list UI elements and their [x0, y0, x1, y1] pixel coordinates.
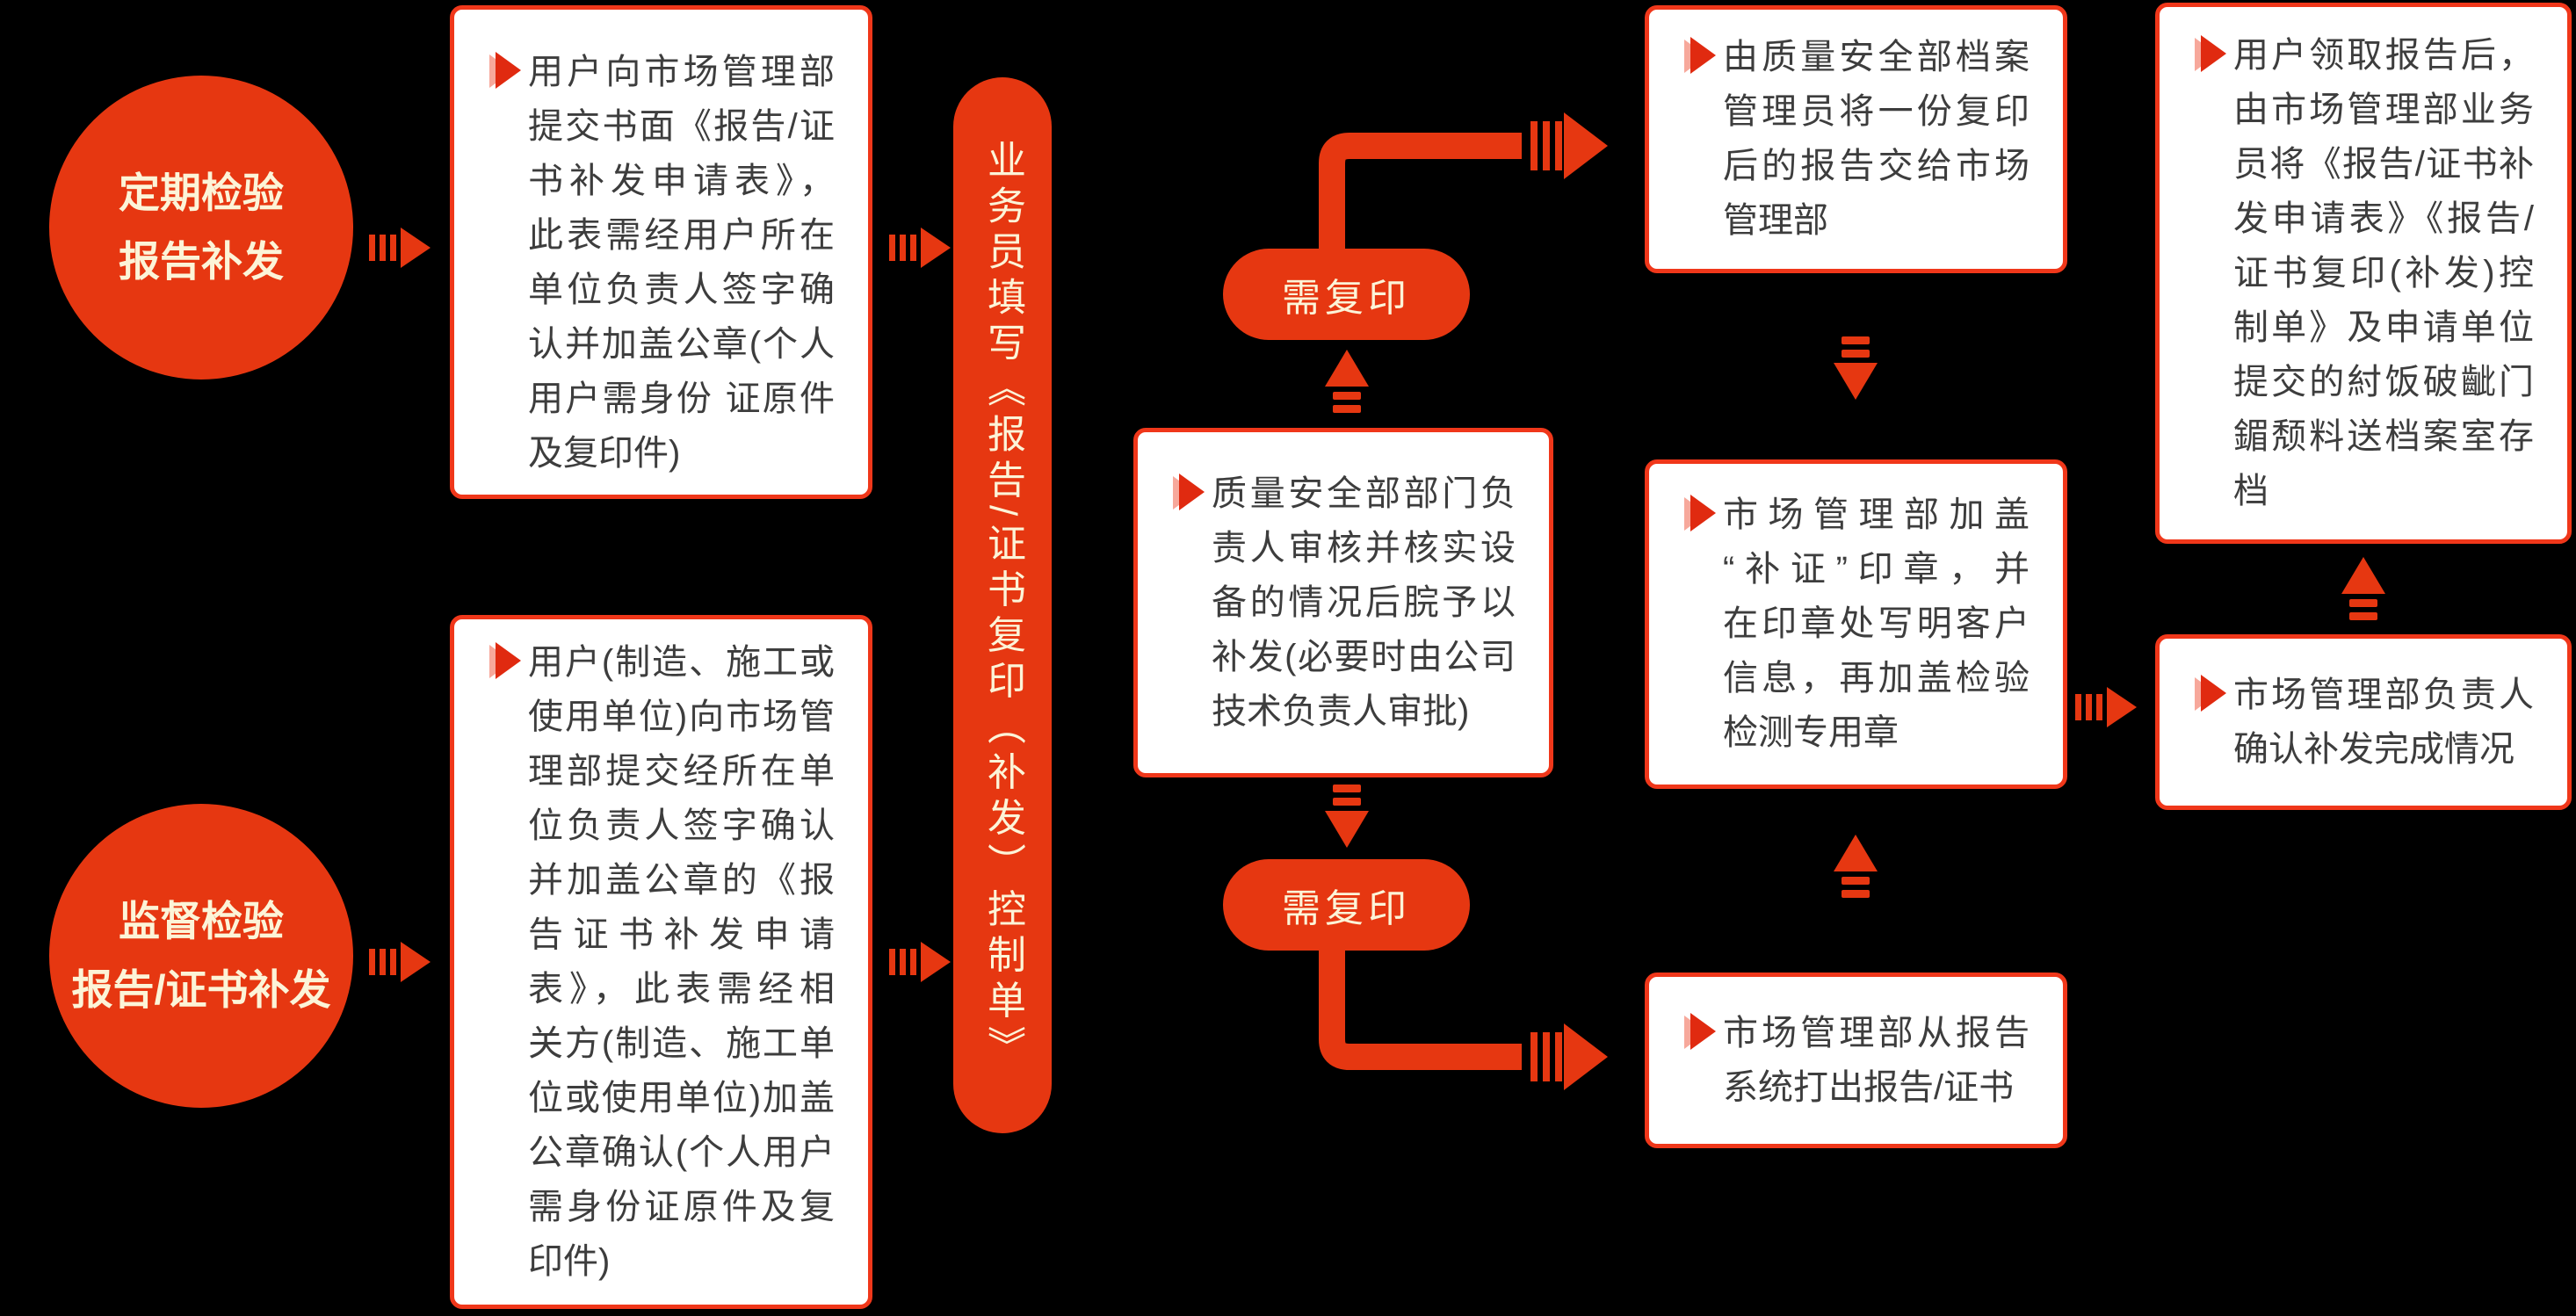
text-line: 单位负责人签字确 [528, 271, 835, 309]
text-line: 并加盖公章的《报 [528, 861, 835, 900]
bullet-arrow-icon [2195, 35, 2226, 74]
need-copy-label: 需复印 [1282, 277, 1411, 320]
box-supervision-apply: 用户(制造、施工或 使用单位)向市场管 理部提交经所在单 位负责人签字确认 并加… [450, 615, 872, 1309]
bullet-arrow-icon [489, 52, 521, 90]
text-line: 用户需身份 证原件 [528, 380, 835, 418]
node-need-copy-top: 需复印 [1223, 249, 1470, 340]
arrow-down-icon [1834, 336, 1878, 400]
text-line: 员将《报告/证书补 [2233, 145, 2534, 184]
arrow-right-icon [369, 942, 431, 982]
bullet-arrow-icon [489, 642, 521, 681]
text-line: 位或使用单位)加盖 [528, 1079, 835, 1117]
text-line: 责人审核并核实设 [1212, 529, 1516, 568]
text-line: 市场管理部负责人 [2233, 676, 2534, 714]
text-line: 提交书面《报告/证 [528, 107, 835, 146]
text-line: 管理员将一份复印 [1723, 92, 2030, 131]
elbow-arrow-icon [1319, 944, 1608, 1090]
text-line: 告证书补发申请 [528, 915, 835, 954]
text-line: 印件) [528, 1242, 611, 1281]
text-line: 备的情况后脘予以 [1212, 583, 1516, 622]
box-confirm-completion: 市场管理部负责人 确认补发完成情况 [2155, 634, 2572, 810]
text-line: 用户(制造、施工或 [528, 643, 835, 682]
text-line: 档 [2233, 472, 2268, 510]
text-line: 鎇颓料送档案室存 [2233, 417, 2534, 456]
text-line: 用户向市场管理部 [528, 53, 835, 91]
node-clerk-fill-control-sheet: 业务员填写《报告/证书复印（补发）控制单》 [953, 77, 1052, 1133]
text-line: 证书复印(补发)控 [2233, 254, 2534, 293]
box-periodic-apply: 用户向市场管理部 提交书面《报告/证 书补发申请表》， 此表需经用户所在 单位负… [450, 5, 872, 499]
circle-line: 监督检验 [119, 898, 284, 944]
text-line: 系统打出报告/证书 [1723, 1068, 2015, 1107]
text-line: 管理部 [1723, 201, 1828, 240]
text-line: 需身份证原件及复 [528, 1188, 835, 1226]
text-line: 此表需经用户所在 [528, 216, 835, 255]
text-line: 理部提交经所在单 [528, 752, 835, 791]
circle-line: 报告补发 [119, 238, 284, 285]
text-line: 提交的紂饭破齜门 [2233, 363, 2534, 401]
text-line: 补发(必要时由公司 [1212, 638, 1516, 676]
text-line: 由市场管理部业务 [2233, 90, 2534, 129]
text-line: 使用单位)向市场管 [528, 698, 835, 736]
bullet-arrow-icon [1684, 495, 1716, 533]
text-line: 由质量安全部档案 [1723, 38, 2030, 76]
arrow-right-icon [2075, 687, 2137, 727]
text-line: 制单》及申请单位 [2233, 308, 2534, 347]
text-line: 确认补发完成情况 [2233, 730, 2514, 769]
text-line: 技术负责人审批) [1212, 692, 1470, 731]
circle-line: 定期检验 [119, 170, 284, 216]
text-line: “补证”印章，并 [1723, 550, 2030, 589]
circle-supervision-inspection: 监督检验 报告/证书补发 [49, 804, 353, 1108]
text-line: 关方(制造、施工单 [528, 1024, 835, 1063]
arrow-right-icon [889, 228, 951, 268]
box-user-receive-archive: 用户领取报告后， 由市场管理部业务 员将《报告/证书补 发申请表》《报告/ 证书… [2155, 3, 2572, 544]
arrow-down-icon [1325, 785, 1369, 848]
bullet-arrow-icon [2195, 675, 2226, 713]
arrow-up-icon [1834, 835, 1878, 898]
text-line: 在印章处写明客户 [1723, 604, 2030, 643]
text-line: 及复印件) [528, 434, 681, 473]
box-print-report: 市场管理部从报告 系统打出报告/证书 [1645, 973, 2067, 1148]
text-line: 发申请表》《报告/ [2233, 199, 2534, 238]
arrow-right-icon [369, 228, 431, 268]
need-copy-label: 需复印 [1282, 887, 1411, 930]
box-stamp: 市场管理部加盖 “补证”印章，并 在印章处写明客户 信息，再加盖检验 检测专用章 [1645, 459, 2067, 789]
clerk-pill-text: 业务员填写《报告/证书复印（补发）控制单》 [981, 139, 1024, 1072]
circle-periodic-inspection: 定期检验 报告补发 [49, 76, 353, 380]
box-qa-review: 质量安全部部门负 责人审核并核实设 备的情况后脘予以 补发(必要时由公司 技术负… [1133, 428, 1553, 777]
bullet-arrow-icon [1684, 1013, 1716, 1052]
arrow-up-icon [1325, 350, 1369, 413]
text-line: 书补发申请表》， [528, 162, 835, 200]
arrow-up-icon [2341, 557, 2385, 620]
text-line: 市场管理部从报告 [1723, 1014, 2030, 1052]
text-line: 表》，此表需经相 [528, 970, 835, 1009]
text-line: 检测专用章 [1723, 713, 1899, 752]
bullet-arrow-icon [1173, 474, 1205, 512]
text-line: 位负责人签字确认 [528, 806, 835, 845]
text-line: 市场管理部加盖 [1723, 495, 2030, 534]
text-line: 质量安全部部门负 [1212, 474, 1516, 513]
bullet-arrow-icon [1684, 37, 1716, 76]
text-line: 信息，再加盖检验 [1723, 659, 2030, 698]
node-need-copy-bottom: 需复印 [1223, 859, 1470, 951]
arrow-right-icon [889, 942, 951, 982]
text-line: 认并加盖公章(个人 [528, 325, 835, 364]
box-archive-copy: 由质量安全部档案 管理员将一份复印 后的报告交给市场 管理部 [1645, 5, 2067, 273]
text-line: 公章确认(个人用户 [528, 1133, 835, 1172]
circle-line: 报告/证书补发 [71, 966, 331, 1013]
text-line: 后的报告交给市场 [1723, 147, 2030, 185]
elbow-arrow-icon [1319, 112, 1608, 259]
text-line: 用户领取报告后， [2233, 36, 2534, 75]
